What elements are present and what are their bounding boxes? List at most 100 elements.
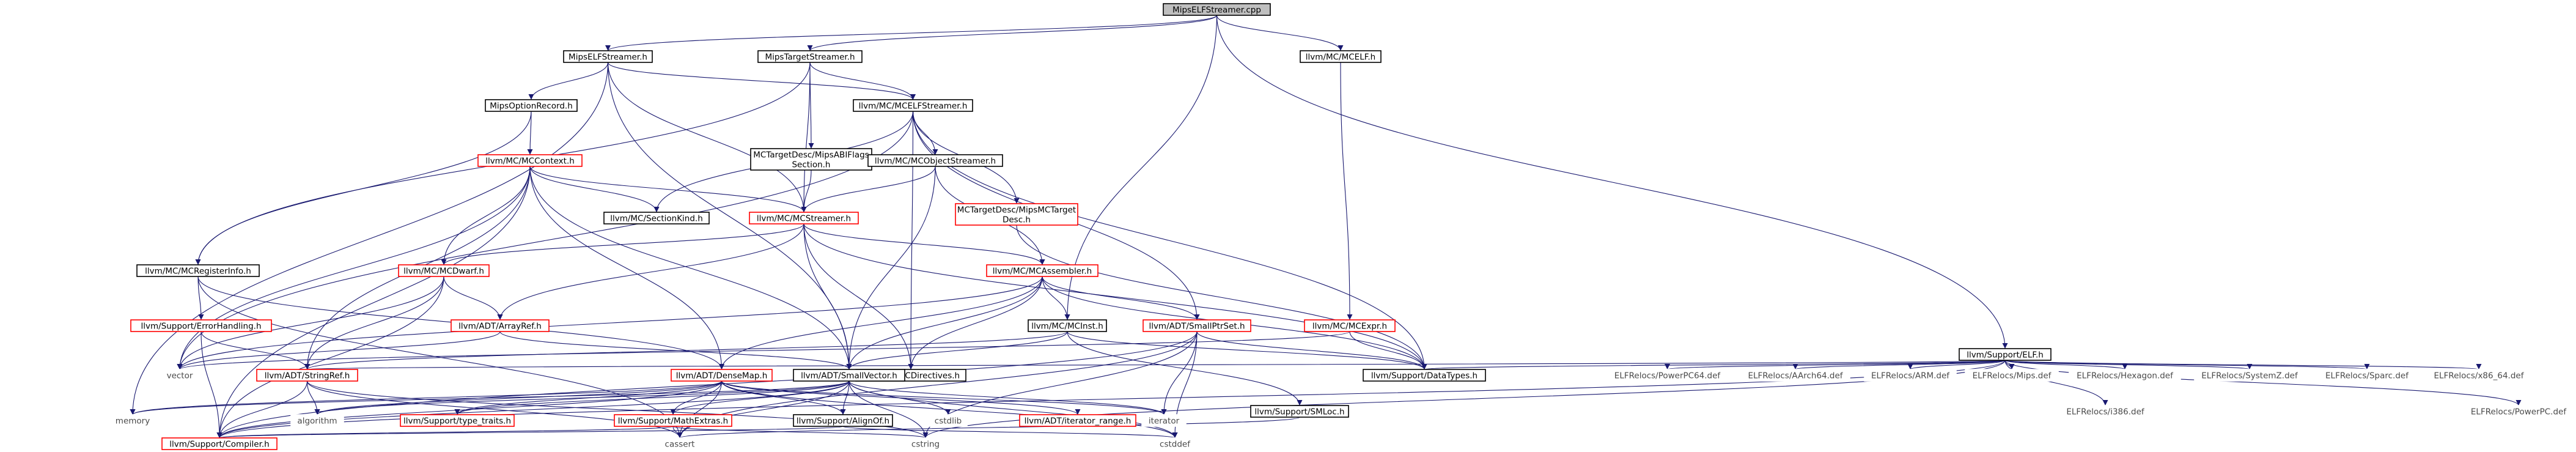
node-smallptrset[interactable]: llvm/ADT/SmallPtrSet.h: [1143, 319, 1251, 332]
node-mcassembler-box: [986, 264, 1098, 277]
edge-mcassembler-to-mcinst: [1042, 276, 1070, 320]
node-errorhandling-label: llvm/Support/ErrorHandling.h: [141, 322, 261, 332]
node-compiler[interactable]: llvm/Support/Compiler.h: [161, 437, 278, 450]
edge-mcassembler-to-densemap: [719, 276, 1043, 370]
node-smloc[interactable]: llvm/Support/SMLoc.h: [1250, 405, 1349, 418]
node-hexagon-label: ELFRelocs/Hexagon.def: [2077, 371, 2174, 381]
edge-arrayref-to-vector: [177, 331, 501, 370]
edge-smallvector-to-mathextras: [670, 380, 850, 415]
node-mcinst[interactable]: llvm/MC/MCInst.h: [1028, 319, 1107, 332]
node-mipsoption[interactable]: MipsOptionRecord.h: [485, 99, 578, 112]
edge-smallvector-to-iterator: [848, 380, 1167, 415]
node-mccontext-box: [477, 154, 583, 167]
node-stringref-box: [256, 369, 358, 382]
node-densemap-box: [671, 369, 773, 382]
node-powerpc64-label: ELFRelocs/PowerPC64.def: [1614, 371, 1721, 381]
node-mcsectionkind-label: llvm/MC/SectionKind.h: [610, 214, 703, 224]
edge-support_elf-to-x86_64: [2004, 360, 2481, 370]
node-powerpc-box: [2466, 405, 2571, 418]
node-mcelfstreamer[interactable]: llvm/MC/MCELFStreamer.h: [853, 99, 973, 112]
edge-stringref-to-compiler: [216, 380, 308, 439]
node-mipsmctarget-label: Desc.h: [1003, 215, 1031, 225]
edge-errorhandling-to-compiler: [201, 331, 223, 439]
edge-root-to-mcelf_h: [1216, 15, 1344, 51]
node-datatypes-box: [1363, 369, 1486, 382]
edge-mcdwarf-to-arrayref: [443, 276, 503, 320]
node-mcelf_h[interactable]: llvm/MC/MCELF.h: [1300, 50, 1382, 63]
node-powerpc64: ELFRelocs/PowerPC64.def: [1607, 369, 1728, 382]
node-iterator-label: iterator: [1149, 417, 1180, 426]
edge-mipstarget_h-to-mcelfstreamer: [809, 62, 916, 100]
node-smallvector-box: [793, 369, 905, 382]
node-support_elf[interactable]: llvm/Support/ELF.h: [1959, 348, 2052, 361]
node-mipsoption-label: MipsOptionRecord.h: [490, 102, 573, 111]
node-datatypes[interactable]: llvm/Support/DataTypes.h: [1363, 369, 1486, 382]
edge-smallvector-to-memory: [130, 380, 850, 415]
node-mcexpr[interactable]: llvm/MC/MCExpr.h: [1304, 319, 1396, 332]
node-root-label: MipsELFStreamer.cpp: [1172, 6, 1261, 15]
node-alignof-box: [793, 414, 893, 427]
edge-mcdwarf-to-stringref: [304, 276, 444, 370]
node-mcassembler[interactable]: llvm/MC/MCAssembler.h: [986, 264, 1098, 277]
edge-alignof-to-compiler: [217, 426, 844, 439]
node-iterator-box: [1141, 414, 1187, 427]
edge-mccontext-to-compiler: [216, 166, 531, 439]
node-sparc-label: ELFRelocs/Sparc.def: [2325, 371, 2409, 381]
node-cstring-label: cstring: [911, 440, 940, 450]
edge-mipself_h-to-mcelfstreamer: [607, 62, 916, 100]
edge-mcstreamer-to-smallvector: [803, 223, 852, 370]
node-smallptrset-box: [1143, 319, 1251, 332]
edge-support_elf-to-arm: [1907, 360, 2006, 370]
node-densemap[interactable]: llvm/ADT/DenseMap.h: [671, 369, 773, 382]
node-mcstreamer-label: llvm/MC/MCStreamer.h: [757, 214, 851, 224]
edge-densemap-to-cassert: [677, 380, 723, 439]
node-cstddef: cstddef: [1152, 437, 1198, 450]
edge-support_elf-to-powerpc: [2004, 360, 2522, 406]
edge-mcexpr-to-datatypes: [1349, 331, 1427, 370]
node-mccontext-label: llvm/MC/MCContext.h: [485, 157, 575, 166]
node-algorithm-box: [290, 414, 344, 427]
node-smallvector[interactable]: llvm/ADT/SmallVector.h: [793, 369, 905, 382]
node-iteratorrange[interactable]: llvm/ADT/iterator_range.h: [1019, 414, 1136, 427]
node-cassert: cassert: [657, 437, 702, 450]
edge-smallptrset-to-iterator: [1161, 331, 1198, 415]
node-systemz: ELFRelocs/SystemZ.def: [2194, 369, 2305, 382]
node-mcdwarf[interactable]: llvm/MC/MCDwarf.h: [398, 264, 490, 277]
edge-mathextras-to-cstring: [672, 426, 929, 439]
node-cassert-box: [657, 437, 702, 450]
node-typetraits[interactable]: llvm/Support/type_traits.h: [400, 414, 515, 427]
node-systemz-label: ELFRelocs/SystemZ.def: [2201, 371, 2298, 381]
node-stringref[interactable]: llvm/ADT/StringRef.h: [256, 369, 358, 382]
node-support_elf-box: [1959, 348, 2052, 361]
edge-mipsoption-to-mcregisterinfo: [195, 111, 532, 265]
node-arrayref-label: llvm/ADT/ArrayRef.h: [458, 322, 542, 332]
node-mipstarget_h[interactable]: MipsTargetStreamer.h: [757, 50, 863, 63]
edge-mipstarget_h-to-mcstreamer: [801, 62, 811, 213]
node-mccontext[interactable]: llvm/MC/MCContext.h: [477, 154, 583, 167]
node-powerpc-label: ELFRelocs/PowerPC.def: [2471, 407, 2567, 417]
edge-densemap-to-alignof: [721, 380, 846, 415]
edge-smallvector-to-typetraits: [454, 380, 850, 415]
node-mcinst-box: [1028, 319, 1107, 332]
node-mcsectionkind[interactable]: llvm/MC/SectionKind.h: [603, 212, 710, 224]
node-mcregisterinfo[interactable]: llvm/MC/MCRegisterInfo.h: [136, 264, 260, 277]
node-mcobjectstreamer[interactable]: llvm/MC/MCObjectStreamer.h: [867, 154, 1003, 167]
node-hexagon: ELFRelocs/Hexagon.def: [2069, 369, 2181, 382]
node-mipself_h[interactable]: MipsELFStreamer.h: [563, 50, 653, 63]
edge-mcobjectstreamer-to-mcstreamer: [801, 166, 936, 213]
node-mathextras[interactable]: llvm/Support/MathExtras.h: [614, 414, 732, 427]
edge-mipself_h-to-memory: [130, 62, 609, 415]
node-alignof[interactable]: llvm/Support/AlignOf.h: [793, 414, 893, 427]
node-memory-label: memory: [116, 417, 150, 426]
node-root[interactable]: MipsELFStreamer.cpp: [1163, 3, 1271, 16]
edge-mcelfstreamer-to-mcdirectives: [908, 111, 914, 370]
node-arrayref[interactable]: llvm/ADT/ArrayRef.h: [451, 319, 550, 332]
node-errorhandling[interactable]: llvm/Support/ErrorHandling.h: [130, 319, 272, 332]
node-mcexpr-box: [1304, 319, 1396, 332]
edge-smloc-to-cassert: [677, 417, 1300, 439]
node-mcstreamer[interactable]: llvm/MC/MCStreamer.h: [749, 212, 859, 224]
node-aarch64-box: [1740, 369, 1850, 382]
